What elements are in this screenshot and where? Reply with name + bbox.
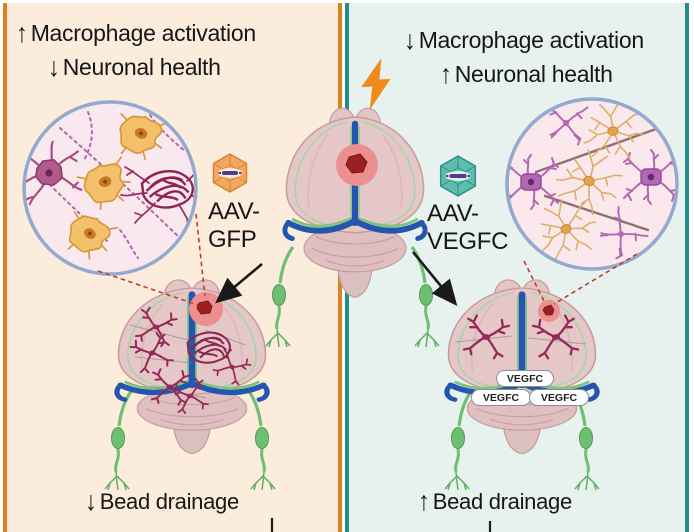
fragmented-axons [44, 111, 187, 259]
up-arrow-icon: ↑ [440, 59, 452, 90]
right-header-line2: ↑ Neuronal health [440, 59, 613, 90]
vegfc-label-pill: VEGFC [529, 389, 589, 406]
bead-injection-site [336, 144, 378, 186]
left-inset-circle [22, 100, 198, 276]
aav-vegfc-virus-icon [439, 155, 477, 197]
vegfc-label-pill: VEGFC [496, 370, 554, 387]
left-header-line2: ↓ Neuronal health [48, 52, 221, 83]
up-arrow-icon: ↑ [418, 486, 430, 517]
left-header-line1: ↑ Macrophage activation [16, 18, 256, 49]
right-footer-bead-drainage: ↑ Bead drainage [418, 486, 572, 517]
left-footer-bead-drainage: ↓ Bead drainage [85, 486, 239, 517]
down-arrow-icon: ↓ [404, 25, 416, 56]
right-zoom-dashed-line [553, 253, 638, 305]
left-zoom-dashed-line [97, 270, 199, 306]
right-header-line1: ↓ Macrophage activation [404, 25, 644, 56]
down-arrow-icon: ↓ [85, 486, 97, 517]
aav-gfp-label: AAV- GFP [208, 198, 260, 253]
central-brain [264, 108, 441, 349]
vegfc-label-pill: VEGFC [471, 389, 531, 406]
aav-gfp-virus-icon [212, 153, 248, 193]
aav-vegfc-label: AAV- VEGFC [427, 200, 509, 255]
left-zoom-dashed-line [195, 213, 206, 297]
aav-gfp-injection-arrow [215, 263, 263, 304]
bead-injection-site [189, 292, 223, 326]
aav-gfp-panel [3, 3, 342, 532]
up-arrow-icon: ↑ [16, 18, 28, 49]
aav-vegfc-injection-arrow [411, 251, 458, 307]
down-arrow-icon: ↓ [48, 52, 60, 83]
right-inset-circle [505, 97, 679, 271]
bead-injection-site [538, 300, 560, 322]
right-brain [443, 280, 601, 492]
left-brain [103, 280, 277, 492]
lightning-bolt-icon [361, 57, 391, 111]
